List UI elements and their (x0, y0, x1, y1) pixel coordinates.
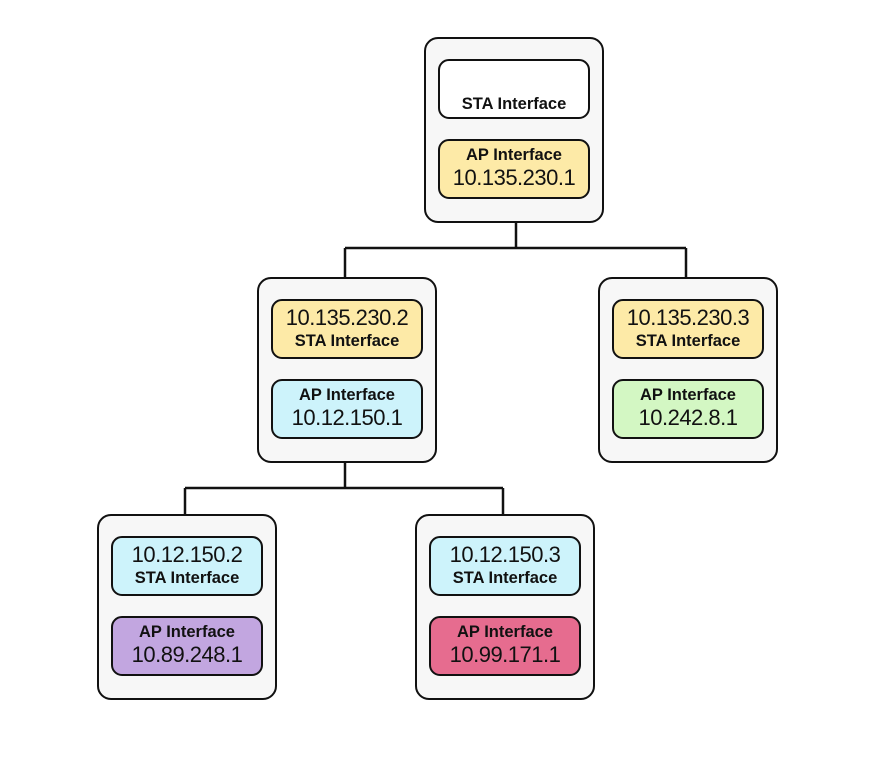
ap-interface-label: AP Interface (466, 146, 562, 164)
ap-interface-ip: 10.242.8.1 (638, 405, 738, 430)
ap-interface-box: AP Interface 10.242.8.1 (612, 379, 764, 439)
sta-interface-label: STA Interface (635, 332, 741, 350)
sta-interface-box: 10.135.230.2 STA Interface (271, 299, 423, 359)
ap-interface-ip: 10.12.150.1 (291, 405, 403, 430)
leaf-left-node: 10.12.150.2 STA Interface AP Interface 1… (97, 514, 277, 700)
sta-interface-label: STA Interface (461, 95, 567, 113)
ap-interface-label: AP Interface (139, 623, 235, 641)
sta-interface-box: 10.12.150.2 STA Interface (111, 536, 263, 596)
ap-interface-box: AP Interface 10.135.230.1 (438, 139, 590, 199)
sta-interface-ip: 10.12.150.3 (449, 542, 561, 567)
mid-right-node: 10.135.230.3 STA Interface AP Interface … (598, 277, 778, 463)
sta-interface-ip: 10.12.150.2 (131, 542, 243, 567)
sta-interface-box: 10.12.150.3 STA Interface (429, 536, 581, 596)
ap-interface-box: AP Interface 10.99.171.1 (429, 616, 581, 676)
ap-interface-box: AP Interface 10.89.248.1 (111, 616, 263, 676)
ap-interface-ip: 10.99.171.1 (449, 642, 561, 667)
sta-interface-box: 10.135.230.3 STA Interface (612, 299, 764, 359)
root-node: STA Interface AP Interface 10.135.230.1 (424, 37, 604, 223)
sta-interface-label: STA Interface (294, 332, 400, 350)
ap-interface-ip: 10.89.248.1 (131, 642, 243, 667)
ap-interface-box: AP Interface 10.12.150.1 (271, 379, 423, 439)
ap-interface-label: AP Interface (457, 623, 553, 641)
mid-left-node: 10.135.230.2 STA Interface AP Interface … (257, 277, 437, 463)
sta-interface-label: STA Interface (452, 569, 558, 587)
sta-interface-label: STA Interface (134, 569, 240, 587)
leaf-right-node: 10.12.150.3 STA Interface AP Interface 1… (415, 514, 595, 700)
ap-interface-ip: 10.135.230.1 (452, 165, 576, 190)
sta-interface-ip: 10.135.230.2 (285, 305, 409, 330)
ap-interface-label: AP Interface (299, 386, 395, 404)
ap-interface-label: AP Interface (640, 386, 736, 404)
sta-interface-ip: 10.135.230.3 (626, 305, 750, 330)
sta-interface-box: STA Interface (438, 59, 590, 119)
